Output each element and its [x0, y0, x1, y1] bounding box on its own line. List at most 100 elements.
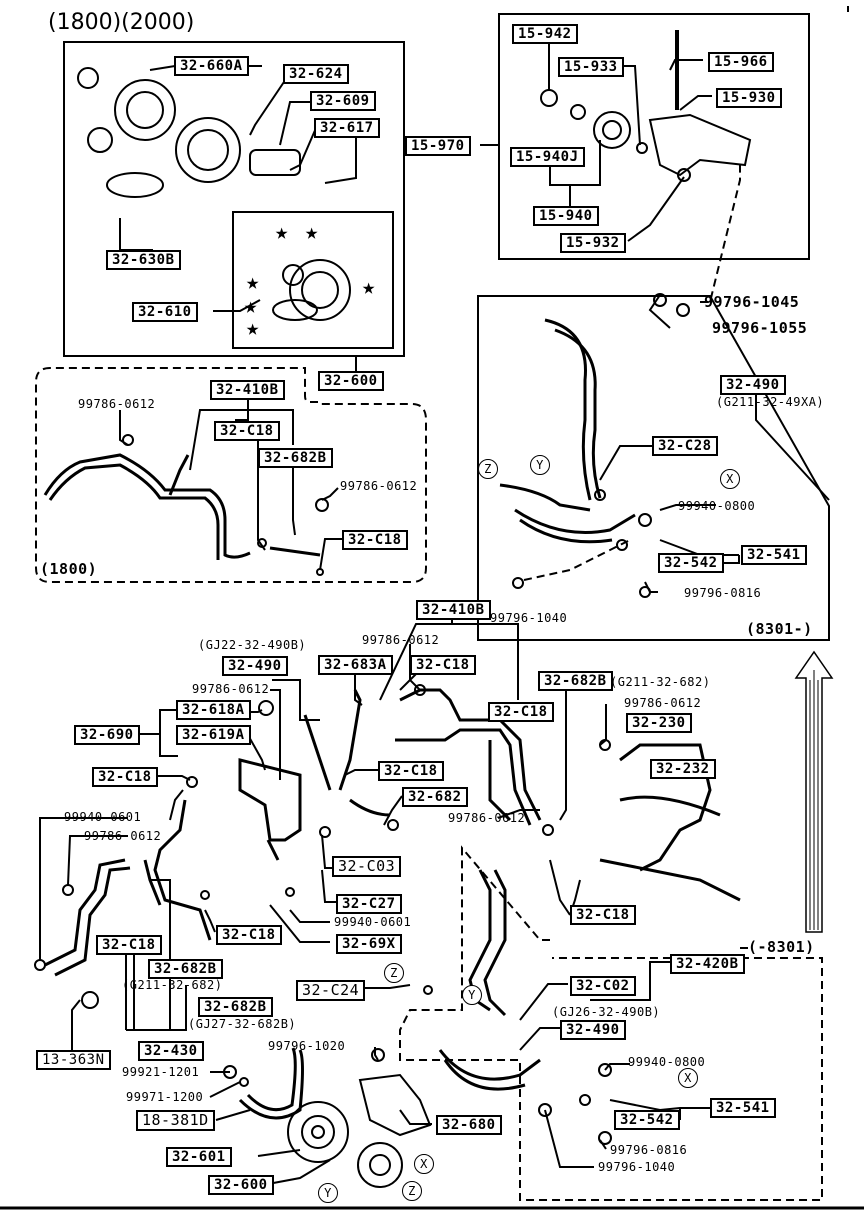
bolt-label-99786-0612: 99786-0612: [192, 682, 270, 696]
part-label-13-363N: 13-363N: [36, 1050, 111, 1070]
part-label-32-618A: 32-618A: [176, 700, 251, 720]
idler-pulley-frame: [498, 13, 810, 260]
variant-minus8301-frame: [399, 845, 823, 1201]
star-icon: ★: [275, 220, 289, 245]
star-icon: ★: [244, 294, 258, 319]
bolt-label-99786-0612: 99786-0612: [448, 811, 526, 825]
variant-header: (1800)(2000): [48, 10, 195, 35]
part-label-32-624: 32-624: [283, 64, 349, 84]
part-label-32-660A: 32-660A: [174, 56, 249, 76]
bolt-label-99940-0601: 99940-0601: [334, 915, 412, 929]
star-icon: ★: [246, 316, 260, 341]
part-label-32-C18: 32-C18: [214, 421, 280, 441]
variant-label-g211-32-49xa: (G211-32-49XA): [716, 395, 825, 409]
bolt-label-99796-1040: 99796-1040: [598, 1160, 676, 1174]
variant-label-gj22-32-490b: (GJ22-32-490B): [198, 638, 307, 652]
variant-label-gj26-32-490b: (GJ26-32-490B): [552, 1005, 661, 1019]
part-label-32-490: 32-490: [560, 1020, 626, 1040]
star-icon: ★: [362, 275, 376, 300]
variant-label-8301-on: (8301-): [746, 620, 813, 638]
part-label-32-C18: 32-C18: [378, 761, 444, 781]
part-label-32-C18: 32-C18: [96, 935, 162, 955]
part-label-32-541: 32-541: [741, 545, 807, 565]
bolt-label-99786-0612: 99786-0612: [362, 633, 440, 647]
bolt-label-99940-0800: 99940-0800: [678, 499, 756, 513]
marker-x: X: [414, 1154, 434, 1174]
part-label-32-C27: 32-C27: [336, 894, 402, 914]
bolt-label-99796-1045: 99796-1045: [704, 293, 800, 311]
bolt-label-99786-0612: 99786-0612: [340, 479, 418, 493]
part-label-32-C02: 32-C02: [570, 976, 636, 996]
part-label-32-C24: 32-C24: [296, 980, 366, 1001]
part-label-32-630B: 32-630B: [106, 250, 181, 270]
gasket-kit-frame: [232, 211, 394, 349]
part-label-32-541: 32-541: [710, 1098, 776, 1118]
part-label-15-942: 15-942: [512, 24, 578, 44]
part-label-18-381D: 18-381D: [136, 1110, 215, 1131]
part-label-32-683A: 32-683A: [318, 655, 393, 675]
bolt-label-99796-1040: 99796-1040: [490, 611, 568, 625]
part-label-32-410B: 32-410B: [210, 380, 285, 400]
part-label-32-610: 32-610: [132, 302, 198, 322]
marker-y: Y: [462, 985, 482, 1005]
pump-assembly-frame: [63, 41, 405, 357]
variant-label-to-8301: (-8301): [748, 938, 815, 956]
bolt-label-99786-0612: 99786-0612: [84, 829, 162, 843]
part-label-32-600: 32-600: [318, 371, 384, 391]
part-label-32-609: 32-609: [310, 91, 376, 111]
part-label-32-682B: 32-682B: [148, 959, 223, 979]
direction-arrow: [794, 650, 834, 933]
part-label-15-932: 15-932: [560, 233, 626, 253]
part-label-32-232: 32-232: [650, 759, 716, 779]
part-label-32-C18: 32-C18: [92, 767, 158, 787]
part-label-32-C03: 32-C03: [332, 856, 402, 877]
bolt-label-99786-0612: 99786-0612: [78, 397, 156, 411]
part-label-32-410B: 32-410B: [416, 600, 491, 620]
variant-label-1800: (1800): [40, 560, 98, 578]
part-label-32-542: 32-542: [614, 1110, 680, 1130]
part-label-32-69X: 32-69X: [336, 934, 402, 954]
part-label-32-682B: 32-682B: [258, 448, 333, 468]
part-label-32-C18: 32-C18: [570, 905, 636, 925]
part-label-32-C18: 32-C18: [216, 925, 282, 945]
part-label-32-C28: 32-C28: [652, 436, 718, 456]
part-label-32-490: 32-490: [222, 656, 288, 676]
bolt-label-99921-1201: 99921-1201: [122, 1065, 200, 1079]
marker-z: Z: [384, 963, 404, 983]
part-label-32-C18: 32-C18: [488, 702, 554, 722]
part-label-32-680: 32-680: [436, 1115, 502, 1135]
marker-y: Y: [530, 455, 550, 475]
bolt-label-99940-0601: 99940-0601: [64, 810, 142, 824]
part-label-15-930: 15-930: [716, 88, 782, 108]
marker-z: Z: [478, 459, 498, 479]
part-label-32-690: 32-690: [74, 725, 140, 745]
part-label-32-600: 32-600: [208, 1175, 274, 1195]
part-label-32-230: 32-230: [626, 713, 692, 733]
marker-z: Z: [402, 1181, 422, 1201]
marker-y: Y: [318, 1183, 338, 1203]
part-label-32-542: 32-542: [658, 553, 724, 573]
bolt-label-99971-1200: 99971-1200: [126, 1090, 204, 1104]
part-label-32-C18: 32-C18: [410, 655, 476, 675]
variant-1800-frame: [35, 367, 427, 583]
part-label-15-966: 15-966: [708, 52, 774, 72]
part-label-15-940: 15-940: [533, 206, 599, 226]
part-label-32-430: 32-430: [138, 1041, 204, 1061]
variant-label-gj27-32-682b: (GJ27-32-682B): [188, 1017, 297, 1031]
variant-8301-frame: [477, 295, 830, 641]
bolt-label-99796-0816: 99796-0816: [684, 586, 762, 600]
part-label-32-682B: 32-682B: [538, 671, 613, 691]
part-label-32-682: 32-682: [402, 787, 468, 807]
bolt-label-99796-1055: 99796-1055: [712, 319, 808, 337]
part-label-15-940J: 15-940J: [510, 147, 585, 167]
bolt-label-99786-0612: 99786-0612: [624, 696, 702, 710]
part-label-32-C18: 32-C18: [342, 530, 408, 550]
part-label-32-601: 32-601: [166, 1147, 232, 1167]
marker-x: X: [720, 469, 740, 489]
part-label-15-970: 15-970: [405, 136, 471, 156]
star-icon: ★: [246, 270, 260, 295]
star-icon: ★: [305, 220, 319, 245]
variant-label-g211-32-682: (G211-32-682): [122, 978, 223, 992]
bolt-label-99940-0800: 99940-0800: [628, 1055, 706, 1069]
